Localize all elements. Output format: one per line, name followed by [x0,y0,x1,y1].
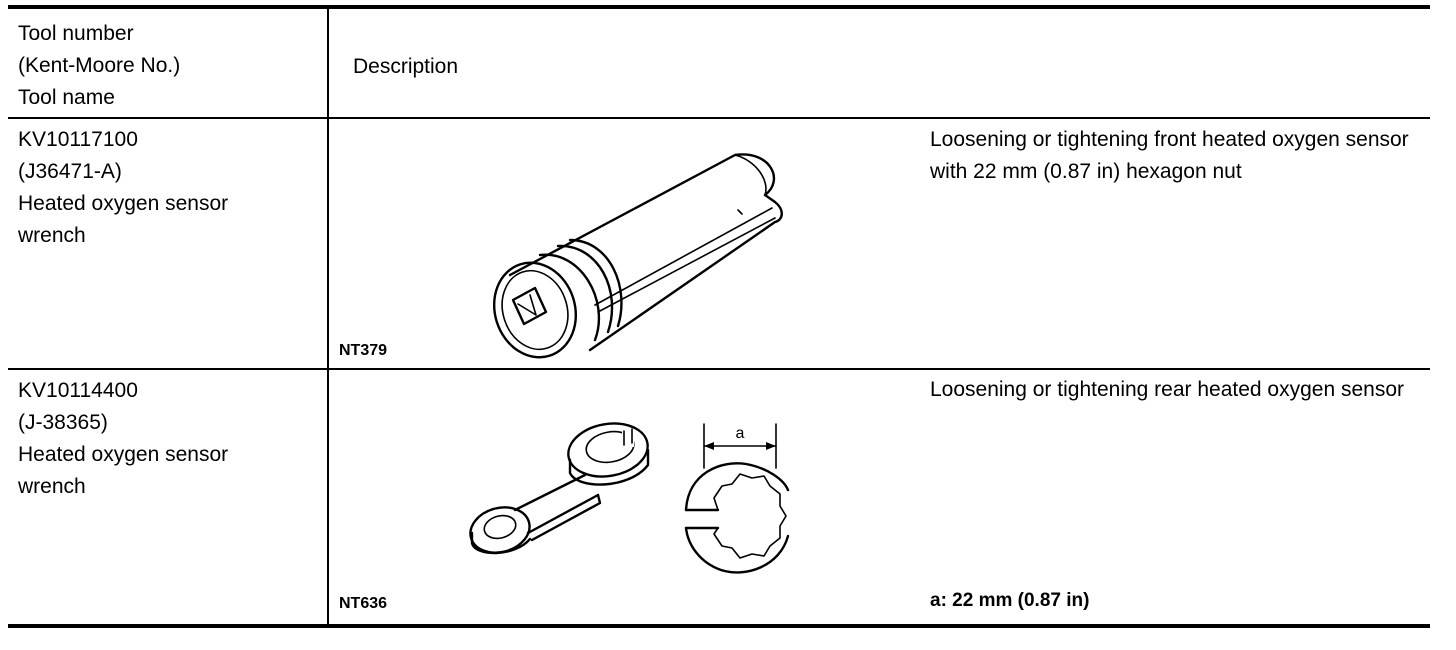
kent-moore-number: (J-38365) [18,411,108,434]
tool-name: Heated oxygen sensor [18,192,229,215]
table-row-1-tool: KV10117100 (J36471-A) Heated oxygen sens… [18,124,228,252]
table-row-2-tool: KV10114400 (J-38365) Heated oxygen senso… [18,375,228,503]
tool-name: Heated oxygen sensor [18,443,229,466]
figure-code: NT379 [339,342,388,359]
dimension-note: a: 22 mm (0.87 in) [930,590,1090,611]
deep-socket-wrench-illustration [492,153,783,359]
table-bottom-rule [8,624,1430,628]
header-tool-column: Tool number (Kent-Moore No.) Tool name [18,18,180,114]
header-kent-moore: (Kent-Moore No.) [18,54,181,77]
flare-nut-wrench-illustration [469,422,650,555]
usage-text: Loosening or tightening rear heated oxyg… [930,378,1404,401]
dimension-label: a [736,425,745,442]
flare-nut-profile-diagram: a [684,423,790,574]
tool-number: KV10117100 [18,128,138,151]
usage-text: Loosening or tightening front heated oxy… [930,128,1409,183]
row-divider [8,368,1430,370]
header-tool-number: Tool number [18,22,134,45]
header-description: Description [353,55,459,78]
header-tool-name: Tool name [18,86,115,109]
column-divider [327,9,329,626]
tool-number: KV10114400 [18,379,138,402]
kent-moore-number: (J36471-A) [18,160,122,183]
header-divider [8,117,1430,119]
table-top-rule [8,5,1430,9]
figure-code: NT636 [339,595,388,612]
tool-name-cont: wrench [18,224,86,247]
tool-name-cont: wrench [18,475,86,498]
